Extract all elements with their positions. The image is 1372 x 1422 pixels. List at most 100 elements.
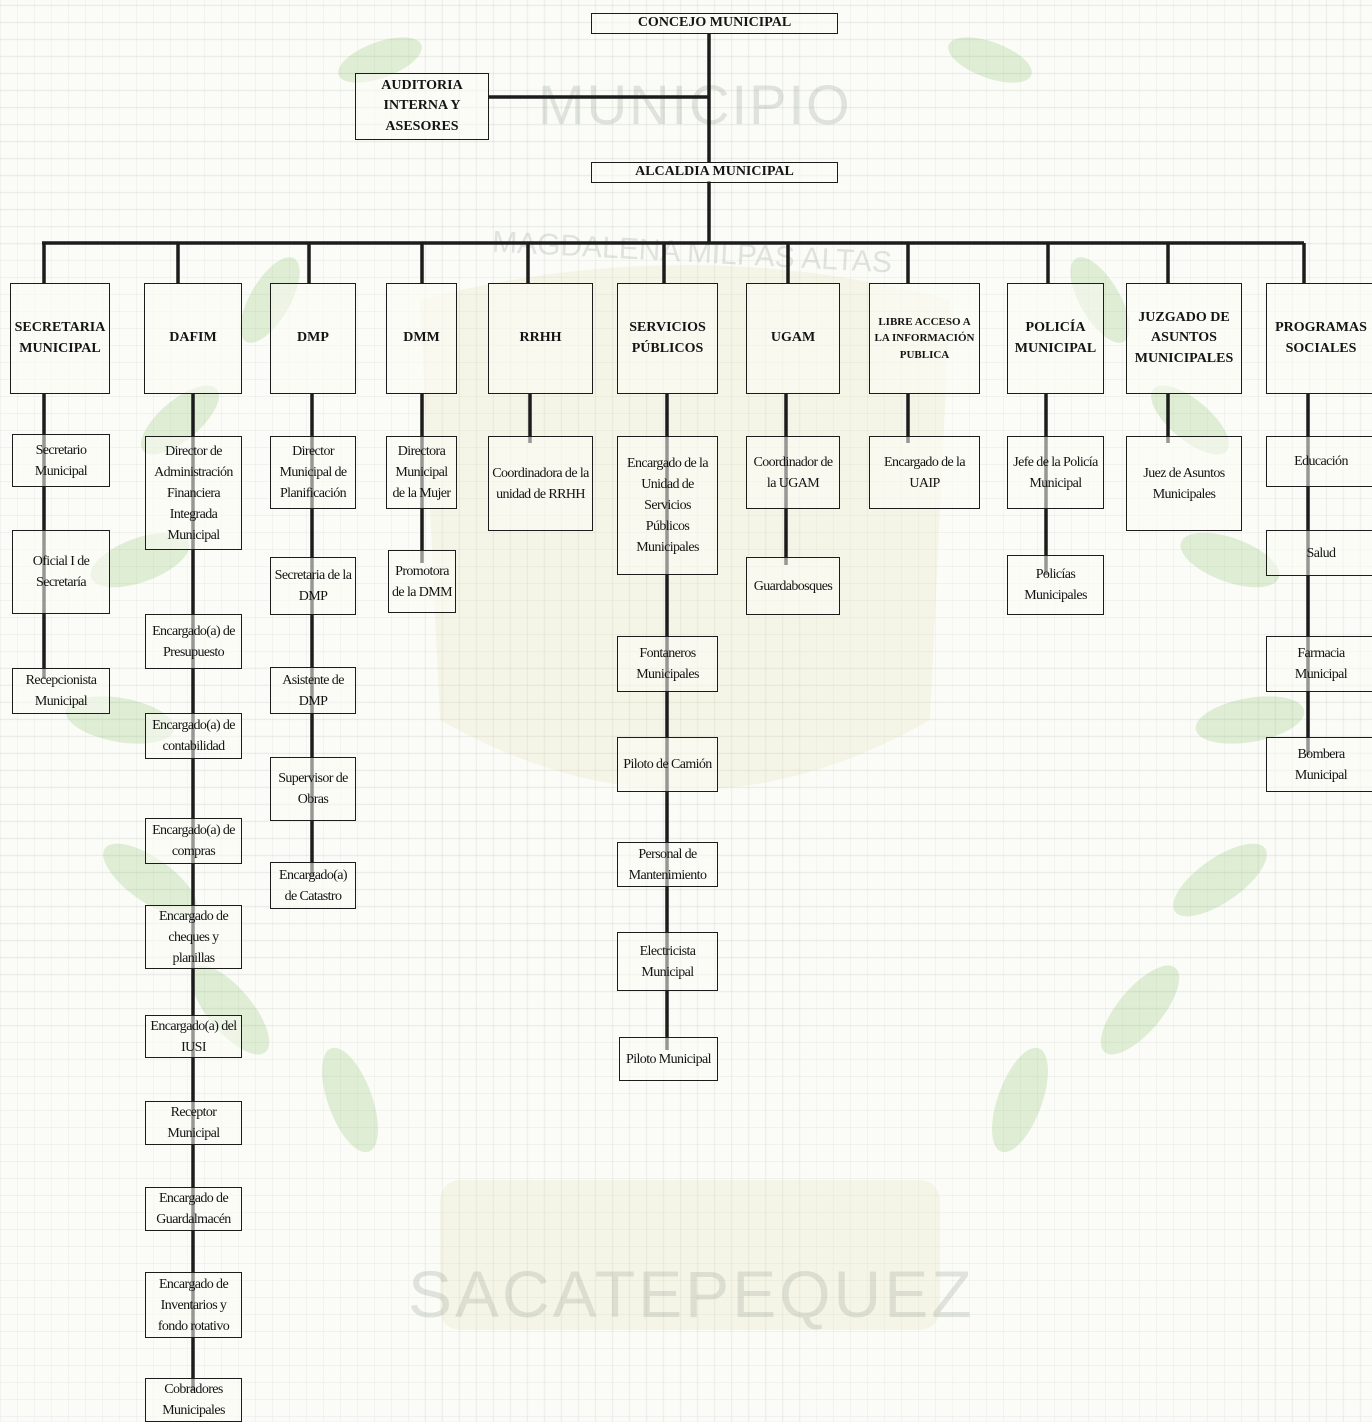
unit-label: Encargado(a) de compras [152,823,235,859]
unit-label: Guardabosques [753,578,833,594]
department-head-policia: POLICÍA MUNICIPAL [1007,283,1104,394]
department-head-secretaria: SECRETARIA MUNICIPAL [10,283,110,394]
unit-box: Fontaneros Municipales [617,636,718,692]
department-name: DMM [403,330,440,346]
watermark-banner-text: SACATEPEQUEZ [408,1257,975,1331]
alcaldia-municipal-label: ALCALDIA MUNICIPAL [635,164,794,180]
unit-label: Promotora de la DMM [392,563,453,600]
unit-label: Coordinadora de la unidad de RRHH [492,465,589,502]
unit-label: Educación [1294,454,1348,469]
department-name: SECRETARIA MUNICIPAL [14,320,106,356]
unit-box: Cobradores Municipales [145,1378,242,1422]
unit-label: Encargado(a) de Presupuesto [152,623,235,660]
unit-box: Bombera Municipal [1266,737,1372,792]
department-head-uaip: LIBRE ACCESO A LA INFORMACIÓN PUBLICA [869,283,980,394]
unit-box: Electricista Municipal [617,932,718,991]
department-head-programas: PROGRAMAS SOCIALES [1266,283,1372,394]
department-name: JUZGADO DE ASUNTOS MUNICIPALES [1134,310,1234,366]
unit-label: Encargado(a) del IUSI [150,1018,237,1055]
unit-box: Guardabosques [746,557,840,615]
auditoria-label: AUDITORIA INTERNA Y ASESORES [381,78,463,134]
unit-label: Juez de Asuntos Municipales [1143,465,1225,502]
unit-label: Jefe de la Policía Municipal [1013,454,1098,491]
unit-box: Coordinadora de la unidad de RRHH [488,436,593,531]
unit-box: Encargado(a) de contabilidad [145,713,242,759]
unit-box: Director de Administración Financiera In… [145,436,242,550]
department-head-rrhh: RRHH [488,283,593,394]
unit-label: Fontaneros Municipales [636,646,699,682]
unit-box: Policías Municipales [1007,555,1104,615]
unit-label: Electricista Municipal [639,943,696,980]
unit-box: Encargado(a) de Presupuesto [145,614,242,669]
unit-box: Secretario Municipal [12,434,110,487]
unit-label: Encargado de Inventarios y fondo rotativ… [157,1276,230,1334]
department-head-servicios: SERVICIOS PÚBLICOS [617,283,718,394]
unit-label: Piloto de Camión [623,757,712,772]
watermark-municipio-text: MUNICIPIO [538,73,852,136]
unit-box: Salud [1266,530,1372,576]
department-head-ugam: UGAM [746,283,840,394]
unit-box: Piloto de Camión [617,737,718,792]
concejo-municipal-box: CONCEJO MUNICIPAL [591,13,838,34]
unit-box: Encargado(a) del IUSI [145,1015,242,1058]
department-name: DAFIM [169,330,217,346]
unit-label: Secretario Municipal [34,442,88,479]
unit-box: Encargado(a) de Catastro [270,862,356,909]
unit-label: Asistente de DMP [282,672,344,709]
unit-label: Secretaria de la DMP [274,568,352,604]
department-name: SERVICIOS PÚBLICOS [629,320,706,356]
department-name: LIBRE ACCESO A LA INFORMACIÓN PUBLICA [874,315,975,361]
unit-label: Encargado de Guardalmacén [156,1191,231,1227]
concejo-municipal-label: CONCEJO MUNICIPAL [637,15,792,31]
unit-label: Coordinador de la UGAM [753,454,833,491]
department-head-dafim: DAFIM [144,283,242,394]
unit-box: Encargado de la Unidad de Servicios Públ… [617,436,718,575]
unit-box: Encargado de Inventarios y fondo rotativ… [145,1272,242,1338]
unit-label: Encargado de la UAIP [884,454,966,491]
unit-box: Receptor Municipal [145,1101,242,1145]
unit-label: Directora Municipal de la Mujer [392,444,452,501]
unit-label: Personal de Mantenimiento [628,846,707,883]
unit-label: Encargado de cheques y planillas [158,908,229,966]
unit-label: Director Municipal de Planificación [279,444,347,501]
unit-box: Juez de Asuntos Municipales [1126,436,1242,531]
unit-label: Encargado(a) de Catastro [279,867,348,904]
unit-box: Coordinador de la UGAM [746,436,840,509]
department-name: RRHH [519,330,562,346]
unit-label: Cobradores Municipales [162,1382,225,1418]
department-head-dmp: DMP [270,283,356,394]
unit-box: Directora Municipal de la Mujer [386,436,457,509]
department-name: UGAM [770,330,816,346]
unit-label: Bombera Municipal [1294,746,1348,783]
unit-box: Asistente de DMP [270,667,356,714]
unit-label: Encargado(a) de contabilidad [152,718,235,754]
unit-box: Piloto Municipal [619,1037,718,1081]
unit-box: Recepcionista Municipal [12,668,110,714]
unit-box: Encargado(a) de compras [145,818,242,864]
auditoria-box: AUDITORIA INTERNA Y ASESORES [355,73,489,140]
unit-label: Salud [1306,545,1336,561]
alcaldia-municipal-box: ALCALDIA MUNICIPAL [591,162,838,183]
unit-box: Jefe de la Policía Municipal [1007,436,1104,509]
unit-label: Policías Municipales [1024,567,1087,603]
unit-label: Encargado de la Unidad de Servicios Públ… [627,456,709,555]
unit-box: Encargado de la UAIP [869,436,980,509]
department-name: POLICÍA MUNICIPAL [1014,320,1097,356]
unit-box: Director Municipal de Planificación [270,436,356,509]
unit-box: Encargado de Guardalmacén [145,1187,242,1231]
unit-label: Piloto Municipal [626,1051,712,1067]
unit-label: Oficial I de Secretaría [32,554,90,590]
unit-label: Supervisor de Obras [278,771,348,807]
unit-box: Oficial I de Secretaría [12,530,110,614]
unit-box: Educación [1266,436,1372,487]
department-head-dmm: DMM [386,283,457,394]
unit-label: Receptor Municipal [167,1105,220,1141]
unit-box: Supervisor de Obras [270,757,356,821]
unit-label: Farmacia Municipal [1294,646,1348,682]
unit-box: Personal de Mantenimiento [617,842,718,887]
department-head-juzgado: JUZGADO DE ASUNTOS MUNICIPALES [1126,283,1242,394]
unit-box: Secretaria de la DMP [270,557,356,615]
unit-label: Director de Administración Financiera In… [154,443,233,543]
department-name: DMP [297,330,329,346]
unit-label: Recepcionista Municipal [25,673,97,709]
